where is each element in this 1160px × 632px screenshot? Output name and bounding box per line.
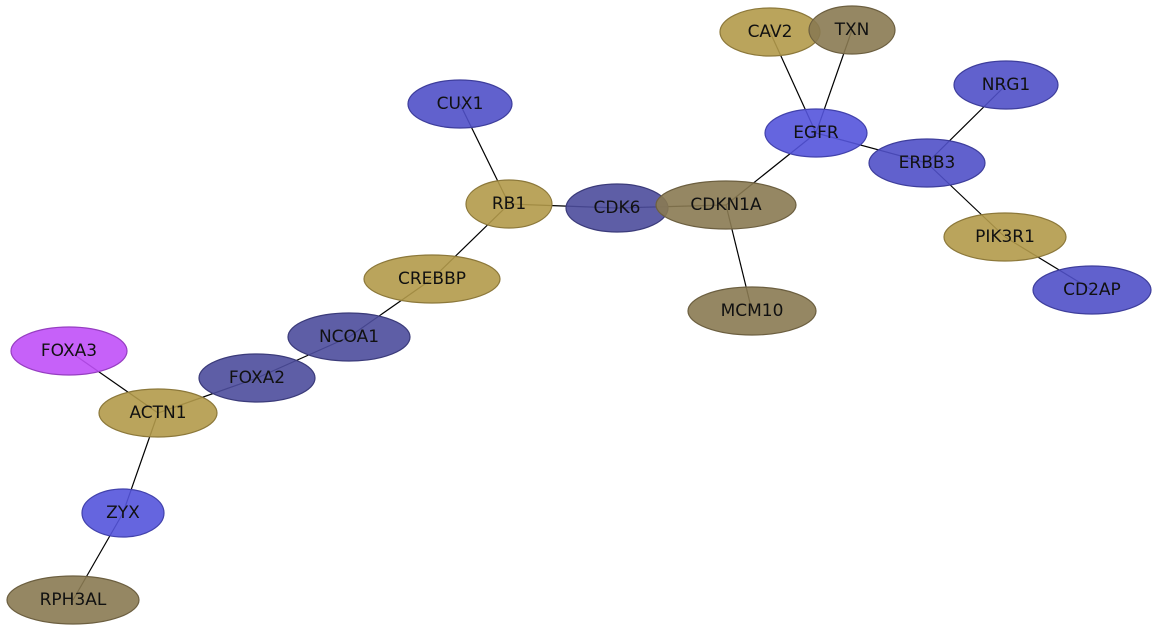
node-cdkn1a[interactable]: CDKN1A — [655, 180, 797, 230]
node-label: MCM10 — [721, 301, 784, 321]
node-zyx[interactable]: ZYX — [81, 488, 165, 538]
node-cd2ap[interactable]: CD2AP — [1032, 265, 1152, 315]
node-label: CDK6 — [594, 198, 641, 218]
node-pik3r1[interactable]: PIK3R1 — [943, 212, 1067, 262]
node-ellipse — [407, 79, 513, 129]
node-ellipse — [953, 60, 1059, 110]
node-nrg1[interactable]: NRG1 — [953, 60, 1059, 110]
node-label: RPH3AL — [40, 590, 107, 610]
node-ellipse — [10, 326, 128, 376]
node-label: TXN — [834, 20, 870, 40]
node-ellipse — [687, 286, 817, 336]
node-ellipse — [6, 575, 140, 625]
node-label: CDKN1A — [690, 195, 762, 215]
node-ellipse — [287, 312, 411, 362]
node-mcm10[interactable]: MCM10 — [687, 286, 817, 336]
node-label: FOXA2 — [229, 368, 285, 388]
edge-layer — [68, 29, 1093, 601]
node-label: NCOA1 — [319, 327, 379, 347]
node-ncoa1[interactable]: NCOA1 — [287, 312, 411, 362]
node-label: NRG1 — [982, 75, 1031, 95]
node-txn[interactable]: TXN — [808, 5, 896, 55]
node-label: CUX1 — [437, 94, 484, 114]
node-crebbp[interactable]: CREBBP — [363, 254, 501, 304]
node-rph3al[interactable]: RPH3AL — [6, 575, 140, 625]
node-actn1[interactable]: ACTN1 — [98, 388, 218, 438]
node-ellipse — [98, 388, 218, 438]
node-ellipse — [868, 138, 986, 188]
node-label: CREBBP — [398, 269, 466, 289]
node-egfr[interactable]: EGFR — [764, 108, 868, 158]
node-foxa3[interactable]: FOXA3 — [10, 326, 128, 376]
node-foxa2[interactable]: FOXA2 — [198, 353, 316, 403]
node-ellipse — [1032, 265, 1152, 315]
node-cux1[interactable]: CUX1 — [407, 79, 513, 129]
node-ellipse — [943, 212, 1067, 262]
node-ellipse — [808, 5, 896, 55]
node-label: EGFR — [793, 123, 839, 143]
node-label: PIK3R1 — [975, 227, 1035, 247]
node-ellipse — [465, 179, 553, 229]
node-label: FOXA3 — [41, 341, 97, 361]
node-label: RB1 — [492, 194, 526, 214]
node-label: CD2AP — [1063, 280, 1121, 300]
node-label: ERBB3 — [899, 153, 956, 173]
node-rb1[interactable]: RB1 — [465, 179, 553, 229]
node-label: CAV2 — [748, 22, 793, 42]
node-cdk6[interactable]: CDK6 — [565, 183, 669, 233]
node-ellipse — [655, 180, 797, 230]
node-erbb3[interactable]: ERBB3 — [868, 138, 986, 188]
node-ellipse — [198, 353, 316, 403]
node-ellipse — [363, 254, 501, 304]
node-label: ACTN1 — [129, 403, 186, 423]
node-ellipse — [764, 108, 868, 158]
node-cav2[interactable]: CAV2 — [719, 7, 821, 57]
node-ellipse — [81, 488, 165, 538]
node-label: ZYX — [106, 503, 140, 523]
